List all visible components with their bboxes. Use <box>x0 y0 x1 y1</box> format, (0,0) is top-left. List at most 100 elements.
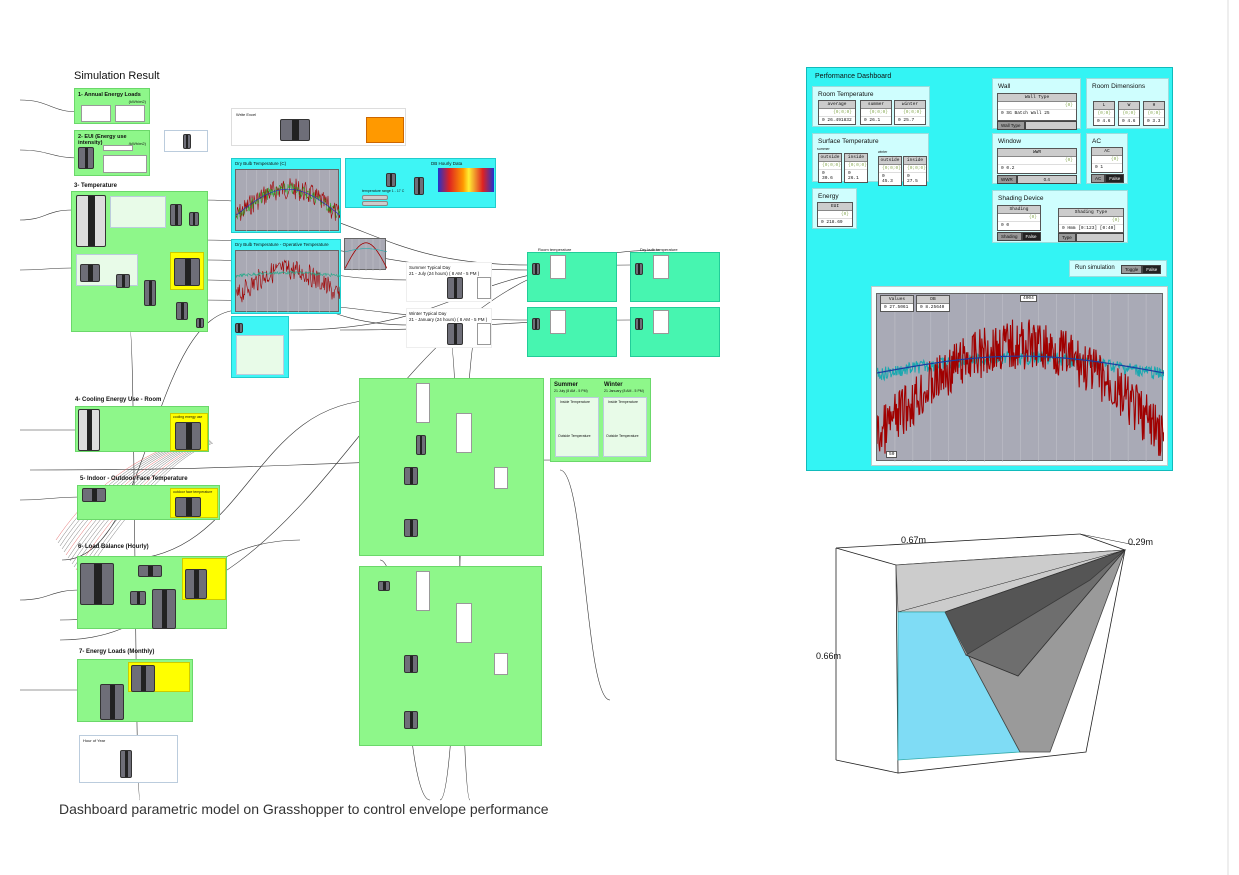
hour-marker[interactable]: 4004 <box>1020 295 1037 302</box>
panel[interactable] <box>477 323 491 345</box>
group-face-temperature[interactable]: outdoor face temperature <box>77 485 220 520</box>
component-node[interactable] <box>76 195 106 247</box>
wall-type-slider[interactable]: Wall Type <box>997 121 1077 130</box>
group-label: Write Excel <box>236 112 257 117</box>
group-dry-bulb-summer[interactable] <box>630 252 720 302</box>
panel[interactable] <box>115 105 145 122</box>
shading-type-panel[interactable]: Shading Type{0}0 Hmm [0:123] [0:40] <box>1058 208 1124 233</box>
wwr-panel[interactable]: WWR{0}0 0.2 <box>997 148 1077 174</box>
slider-label: temperature range 1 - 17 C <box>362 189 405 193</box>
panel[interactable] <box>103 145 133 151</box>
group-label: 21 - January (24 hours) ( 8 AM - 5 PM ) <box>409 317 488 322</box>
wire <box>19 496 81 501</box>
summer-inside-panel[interactable]: inside{0;0;0}0 26.1 <box>844 153 868 183</box>
component-node[interactable] <box>183 134 191 149</box>
group-surface-calc-2[interactable] <box>359 566 542 746</box>
group-eui[interactable]: 2- EUI (Energy use intensity) (kWh/m2) <box>74 130 150 176</box>
component-node[interactable] <box>189 212 199 226</box>
subgroup <box>236 335 284 375</box>
width-panel[interactable]: W{0;0}0 4.6 <box>1118 101 1140 126</box>
component-node[interactable] <box>174 258 200 286</box>
slider[interactable] <box>362 201 388 206</box>
room-temp-average-panel[interactable]: average{0;0;0}0 26.491832 <box>818 100 856 125</box>
group-eui-output[interactable] <box>164 130 208 152</box>
group-energy-loads-monthly[interactable] <box>77 659 193 722</box>
subgroup: Inside Temperature Outside Temperature <box>555 397 599 457</box>
summer-outside-panel[interactable]: outside{0;0;0}0 30.6 <box>818 153 842 183</box>
group-winter-day[interactable]: Winter Typical Day 21 - January (24 hour… <box>406 308 492 348</box>
group-label: 21 - July (24 hours) ( 8 AM - 5 PM ) <box>409 271 480 276</box>
component-node[interactable] <box>235 323 243 333</box>
group-dry-bulb-plot[interactable]: Dry Bulb Temperature (C) <box>231 158 341 233</box>
component-node[interactable] <box>386 173 396 187</box>
group-surface-calc-1[interactable] <box>359 378 544 556</box>
plot-title: Dry Bulb Temperature (C) <box>235 161 287 166</box>
group-db-hourly[interactable]: DB Hourly Data temperature range 1 - 17 … <box>345 158 496 208</box>
component-node[interactable] <box>280 119 310 141</box>
component-node[interactable] <box>447 277 463 299</box>
group-write-excel[interactable]: Write Excel <box>231 108 406 146</box>
component-node[interactable] <box>78 147 94 169</box>
group-dry-bulb-winter[interactable] <box>630 307 720 357</box>
room-temp-summer-panel[interactable]: summer{0;0;0}0 26.1 <box>860 100 892 125</box>
winter-outside-panel[interactable]: outside{0;0;0}0 45.3 <box>878 156 902 186</box>
component-node[interactable] <box>170 204 182 226</box>
typical-day-room <box>345 248 387 253</box>
panel[interactable] <box>103 155 147 173</box>
group-temperature[interactable] <box>71 191 208 332</box>
operative-series <box>236 259 340 303</box>
group-load-balance[interactable] <box>77 556 227 629</box>
shading-panel[interactable]: Shading{0}0 0 <box>997 205 1041 231</box>
width-dimension: 0.67m <box>901 535 927 545</box>
wall-type-panel[interactable]: Wall Type{0}0 SG Batch Wall 25 <box>997 93 1077 121</box>
panel[interactable] <box>81 105 111 122</box>
shading-type-slider[interactable]: Type <box>1058 233 1124 242</box>
room-temp-winter-panel[interactable]: winter{0;0;0}0 25.7 <box>894 100 926 125</box>
slider[interactable] <box>362 195 388 200</box>
wire <box>119 399 381 561</box>
group-small-output[interactable] <box>231 316 289 378</box>
wall-group: Wall Wall Type{0}0 SG Batch Wall 25 Wall… <box>992 78 1081 130</box>
section-title: 7- Energy Loads (Monthly) <box>79 649 155 655</box>
group-operative-plot[interactable]: Dry Bulb Temperature - Operative Tempera… <box>231 239 341 314</box>
group-room-temp-winter[interactable] <box>527 307 617 357</box>
component-node[interactable] <box>80 264 100 282</box>
component-node[interactable] <box>176 302 188 320</box>
dry-bulb-series-2 <box>236 182 340 220</box>
ac-panel[interactable]: AC{0}0 1 <box>1091 147 1123 173</box>
height-panel[interactable]: H{0;0}0 3.3 <box>1143 101 1165 126</box>
room-temperature-group: Room Temperature average{0;0;0}0 26.4918… <box>812 86 930 127</box>
component-node[interactable] <box>447 323 463 345</box>
depth-dimension: 0.29m <box>1128 537 1154 547</box>
length-panel[interactable]: L{0;0}0 4.6 <box>1093 101 1115 126</box>
group-cooling-energy[interactable]: cooling energy use <box>75 406 209 452</box>
group-room-temp-summer[interactable] <box>527 252 617 302</box>
component-node[interactable] <box>414 177 424 195</box>
group-hour-of-year[interactable]: Hour of Year <box>79 735 178 783</box>
eui-panel[interactable]: EUI{0}0 218.69 <box>817 202 853 227</box>
component-node[interactable] <box>116 274 130 288</box>
winter-inside-panel[interactable]: inside{0;0;0}0 27.5 <box>903 156 927 186</box>
group-summer-day[interactable]: Summer Typical Day 21 - July (24 hours) … <box>406 262 492 302</box>
section-unit: (kWh/m2) <box>128 99 146 104</box>
component-node[interactable] <box>144 280 156 306</box>
section-title: 2- EUI (Energy use intensity) <box>78 134 127 146</box>
section-title: 5- Indoor - Outdoor Face Temperature <box>80 476 188 482</box>
component-node[interactable] <box>196 318 204 328</box>
excel-output[interactable] <box>366 117 404 143</box>
dashboard-title: Performance Dashboard <box>815 73 892 80</box>
group-season-surface[interactable]: Summer 21 July (8 AM - 5 PM) Winter 21 J… <box>550 378 651 462</box>
section-title: 4- Cooling Energy Use - Room <box>75 397 162 403</box>
group-annual-energy-loads[interactable]: 1- Annual Energy Loads (kWh/m2) <box>74 88 150 124</box>
performance-dashboard[interactable]: Performance Dashboard Room Temperature a… <box>806 67 1173 471</box>
caption: Dashboard parametric model on Grasshoppe… <box>59 801 549 817</box>
group-label: Summer Typical Day <box>409 265 451 270</box>
panel[interactable] <box>477 277 491 299</box>
